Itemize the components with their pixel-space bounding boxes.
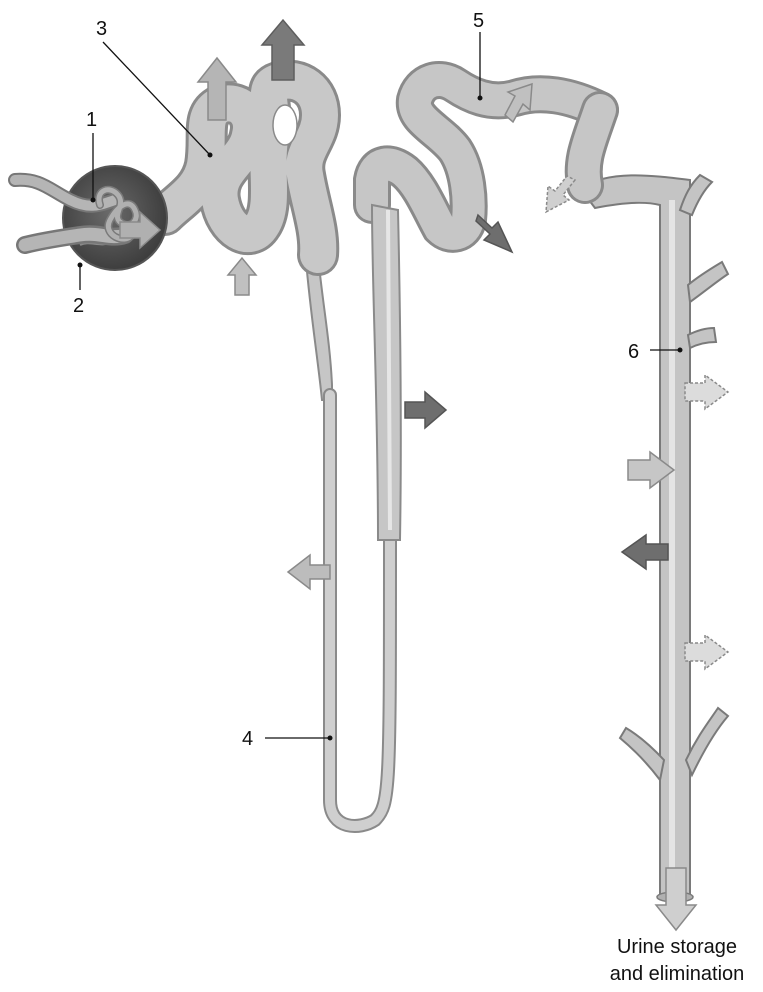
caption-line-2: and elimination <box>610 963 745 985</box>
label-1: 1 <box>86 109 97 131</box>
arrow-thick-ascending-icon <box>405 392 446 428</box>
collecting-duct <box>580 175 728 902</box>
loop-of-henle <box>306 205 401 826</box>
arrow-duct-dashed-1-icon <box>685 375 728 409</box>
label-5: 5 <box>473 10 484 32</box>
arrow-duct-dashed-2-icon <box>685 635 728 669</box>
arrow-up-small-icon <box>228 258 256 295</box>
caption-line-1: Urine storage <box>617 936 737 958</box>
label-3: 3 <box>96 18 107 40</box>
label-4: 4 <box>242 728 253 750</box>
label-6: 6 <box>628 341 639 363</box>
label-2: 2 <box>73 295 84 317</box>
distal-convoluted-tubule <box>372 80 600 234</box>
proximal-convoluted-tubule <box>165 81 320 255</box>
